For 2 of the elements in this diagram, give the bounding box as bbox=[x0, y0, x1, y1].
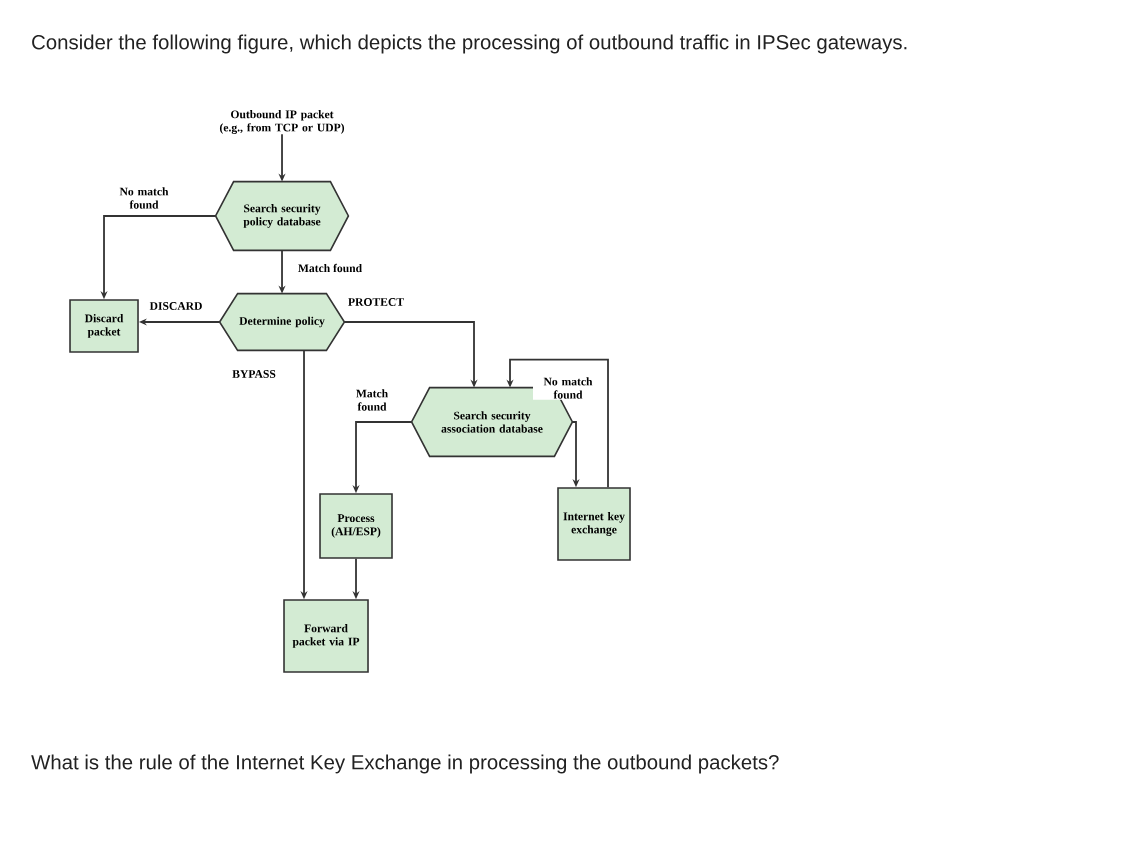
question-text: What is the rule of the Internet Key Exchange in processing the outbound packets? bbox=[31, 754, 779, 774]
question-text: Consider the following figure, which depicts the processing of outbound traffic in IPSec gateways. bbox=[32, 34, 907, 54]
